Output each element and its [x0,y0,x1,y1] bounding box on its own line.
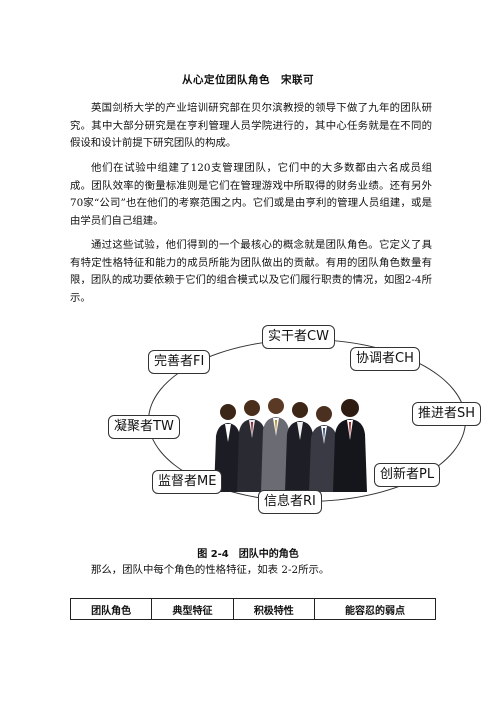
table-header-positive-qualities: 积极特性 [232,598,315,620]
table-header-allowable-weaknesses: 能容忍的弱点 [313,598,437,620]
person-3 [261,398,291,492]
team-roles-diagram: 实干者CW 完善者FI 协调者CH 凝聚者TW 推进者SH 监督者ME 创新者P… [100,318,490,516]
person-4 [285,402,315,492]
table-header-role: 团队角色 [69,598,153,620]
paragraph-1: 英国剑桥大学的产业培训研究部在贝尔滨教授的领导下做了九年的团队研究。其中大部分研… [70,102,432,149]
role-coordinator: 协调者CH [350,347,420,371]
role-completer-finisher: 完善者FI [148,350,211,374]
role-plant: 创新者PL [374,463,441,487]
table-header-typical-traits: 典型特征 [151,598,234,620]
role-monitor-evaluator: 监督者ME [152,470,223,494]
person-6 [333,399,367,492]
role-teamworker: 凝聚者TW [108,415,180,439]
figure-caption: 图 2-4 团队中的角色 [197,549,299,560]
team-photo-illustration [214,398,367,492]
table-header-row: 团队角色 典型特征 积极特性 能容忍的弱点 [69,598,437,620]
roles-table: 团队角色 典型特征 积极特性 能容忍的弱点 [69,598,437,620]
document-title: 从心定位团队角色 宋联可 [182,74,314,86]
role-implementer: 实干者CW [262,325,335,349]
role-resource-investigator: 信息者RI [258,490,322,514]
person-2 [237,400,267,492]
paragraph-2: 他们在试验中组建了120支管理团队，它们中的大多数都由六名成员组成。团队效率的衡… [70,162,432,227]
paragraph-3: 通过这些试验，他们得到的一个最核心的概念就是团队角色。它定义了具有特定性格特征和… [70,239,432,304]
table-intro-text: 那么，团队中每个角色的性格特征，如表 2-2所示。 [91,564,330,576]
role-shaper: 推进者SH [412,402,482,426]
person-5 [309,406,339,492]
